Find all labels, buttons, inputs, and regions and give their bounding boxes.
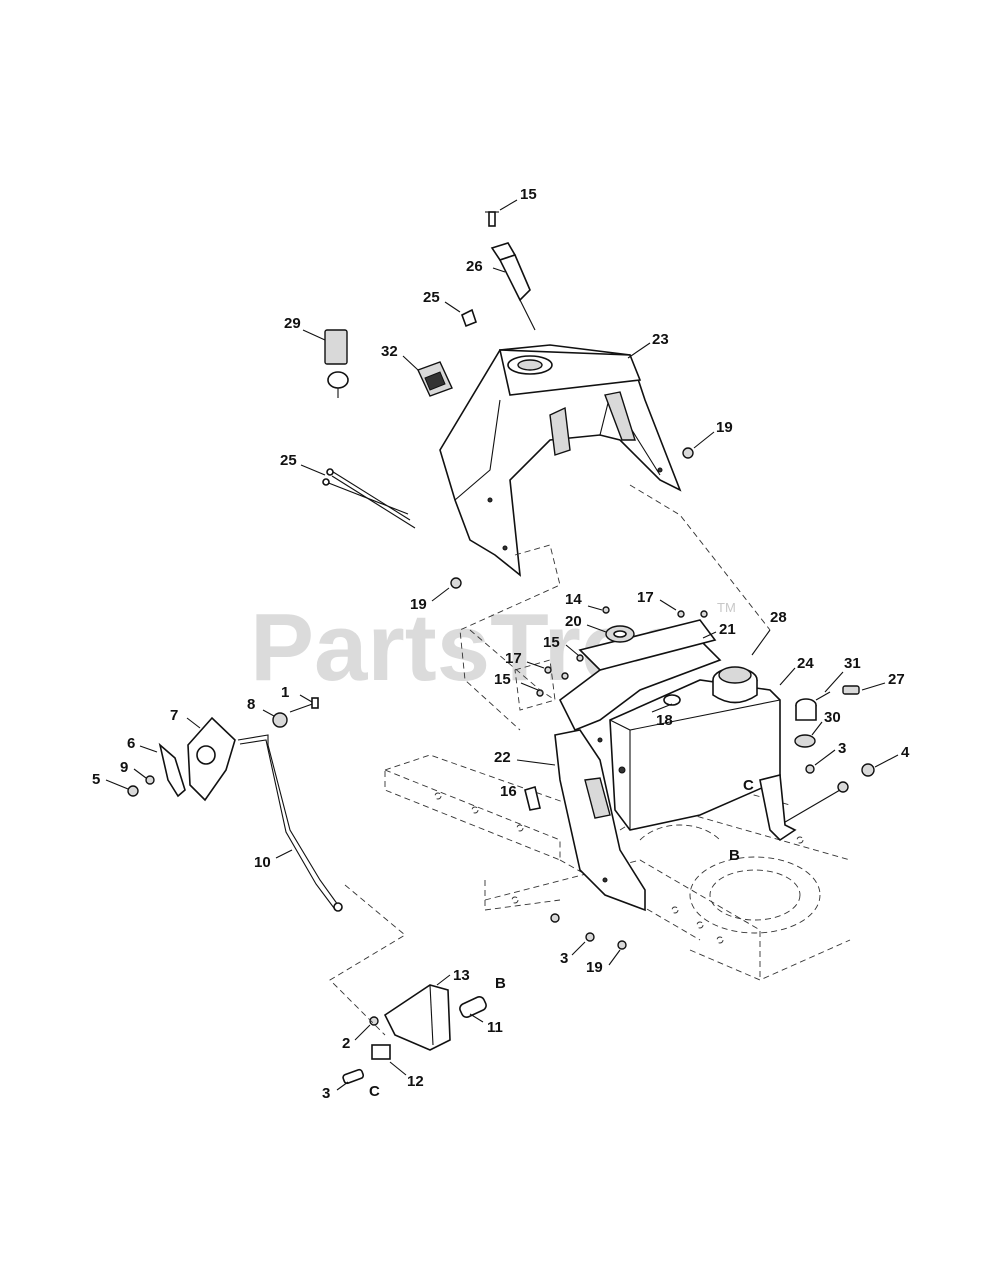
callout-10: 10 — [254, 854, 271, 871]
callout-25: 25 — [423, 289, 440, 306]
handle-6 — [158, 742, 186, 798]
callout-b: B — [495, 975, 506, 992]
nut-5 — [127, 785, 139, 797]
key-tag — [324, 329, 349, 398]
callout-21: 21 — [719, 621, 736, 638]
screw-15-b — [576, 654, 584, 662]
nut-2 — [369, 1016, 379, 1026]
callout-20: 20 — [565, 613, 582, 630]
spacer-11 — [459, 996, 487, 1018]
callout-19: 19 — [410, 596, 427, 613]
callout-9: 9 — [120, 759, 128, 776]
callout-15: 15 — [543, 634, 560, 651]
callout-c: C — [743, 777, 754, 794]
callout-13: 13 — [453, 967, 470, 984]
leader-lines — [105, 199, 899, 1091]
spring-8 — [272, 712, 288, 728]
callout-12: 12 — [407, 1073, 424, 1090]
callout-17: 17 — [505, 650, 522, 667]
rod-10 — [237, 734, 343, 912]
callout-5: 5 — [92, 771, 100, 788]
dash-panel — [439, 344, 682, 577]
callout-3: 3 — [322, 1085, 330, 1102]
callout-24: 24 — [797, 655, 814, 672]
callout-labels: 15 26 25 29 32 23 19 25 19 14 17 20 21 2… — [92, 186, 910, 1102]
clip-25 — [461, 308, 477, 328]
callout-16: 16 — [500, 783, 517, 800]
callout-17: 17 — [637, 589, 654, 606]
cable-ties — [322, 468, 416, 529]
screw-17-a — [677, 610, 708, 618]
nut-19-bottom — [617, 940, 627, 950]
callout-11: 11 — [487, 1019, 503, 1036]
callout-c: C — [369, 1083, 380, 1100]
callout-15: 15 — [494, 671, 511, 688]
plate-15 — [514, 659, 556, 711]
bracket-21 — [578, 619, 717, 671]
callout-3: 3 — [838, 740, 846, 757]
callout-18: 18 — [656, 712, 673, 729]
callout-8: 8 — [247, 696, 255, 713]
callout-23: 23 — [652, 331, 669, 348]
screw-top — [485, 211, 499, 227]
callout-25: 25 — [280, 452, 297, 469]
callout-6: 6 — [127, 735, 135, 752]
callout-31: 31 — [844, 655, 861, 672]
callout-3: 3 — [560, 950, 568, 967]
callout-19: 19 — [716, 419, 733, 436]
nut-3-bottom — [550, 913, 595, 942]
callout-22: 22 — [494, 749, 511, 766]
callout-30: 30 — [824, 709, 841, 726]
fuel-tank — [609, 679, 781, 831]
watermark-trademark: TM — [717, 600, 736, 615]
callout-15: 15 — [520, 186, 537, 203]
bracket-c-right — [759, 773, 797, 842]
callout-7: 7 — [170, 707, 178, 724]
connector-lines — [329, 484, 771, 1036]
callout-2: 2 — [342, 1035, 350, 1052]
callout-26: 26 — [466, 258, 483, 275]
fuel-cap — [712, 666, 758, 704]
fuel-valve-31 — [795, 691, 831, 721]
callout-32: 32 — [381, 343, 398, 360]
grommet-20 — [605, 625, 635, 643]
callout-28: 28 — [770, 609, 787, 626]
nut-3-right — [805, 764, 815, 774]
plate-7 — [187, 716, 236, 802]
callout-19: 19 — [586, 959, 603, 976]
washer-9 — [145, 775, 155, 785]
callout-4: 4 — [901, 744, 910, 761]
callout-29: 29 — [284, 315, 301, 332]
bracket-12 — [371, 1044, 391, 1060]
hose-27 — [842, 685, 860, 695]
switch-32 — [417, 361, 453, 397]
screw-16 — [524, 785, 541, 811]
nut-19-a — [682, 447, 694, 459]
callout-27: 27 — [888, 671, 905, 688]
screw-17-b — [544, 666, 569, 680]
bolt-3-bottom — [342, 1068, 365, 1085]
part-18 — [663, 694, 681, 706]
ignition-switch — [490, 242, 536, 331]
bolt-1 — [289, 697, 319, 713]
nut-19-b — [450, 577, 462, 589]
callout-b: B — [729, 847, 740, 864]
callout-14: 14 — [565, 591, 582, 608]
bracket-13 — [383, 984, 451, 1051]
screw-14 — [602, 606, 610, 614]
grommet-30 — [794, 734, 816, 748]
support-frame — [554, 639, 722, 912]
bolt-4 — [779, 763, 875, 826]
callout-1: 1 — [281, 684, 289, 701]
